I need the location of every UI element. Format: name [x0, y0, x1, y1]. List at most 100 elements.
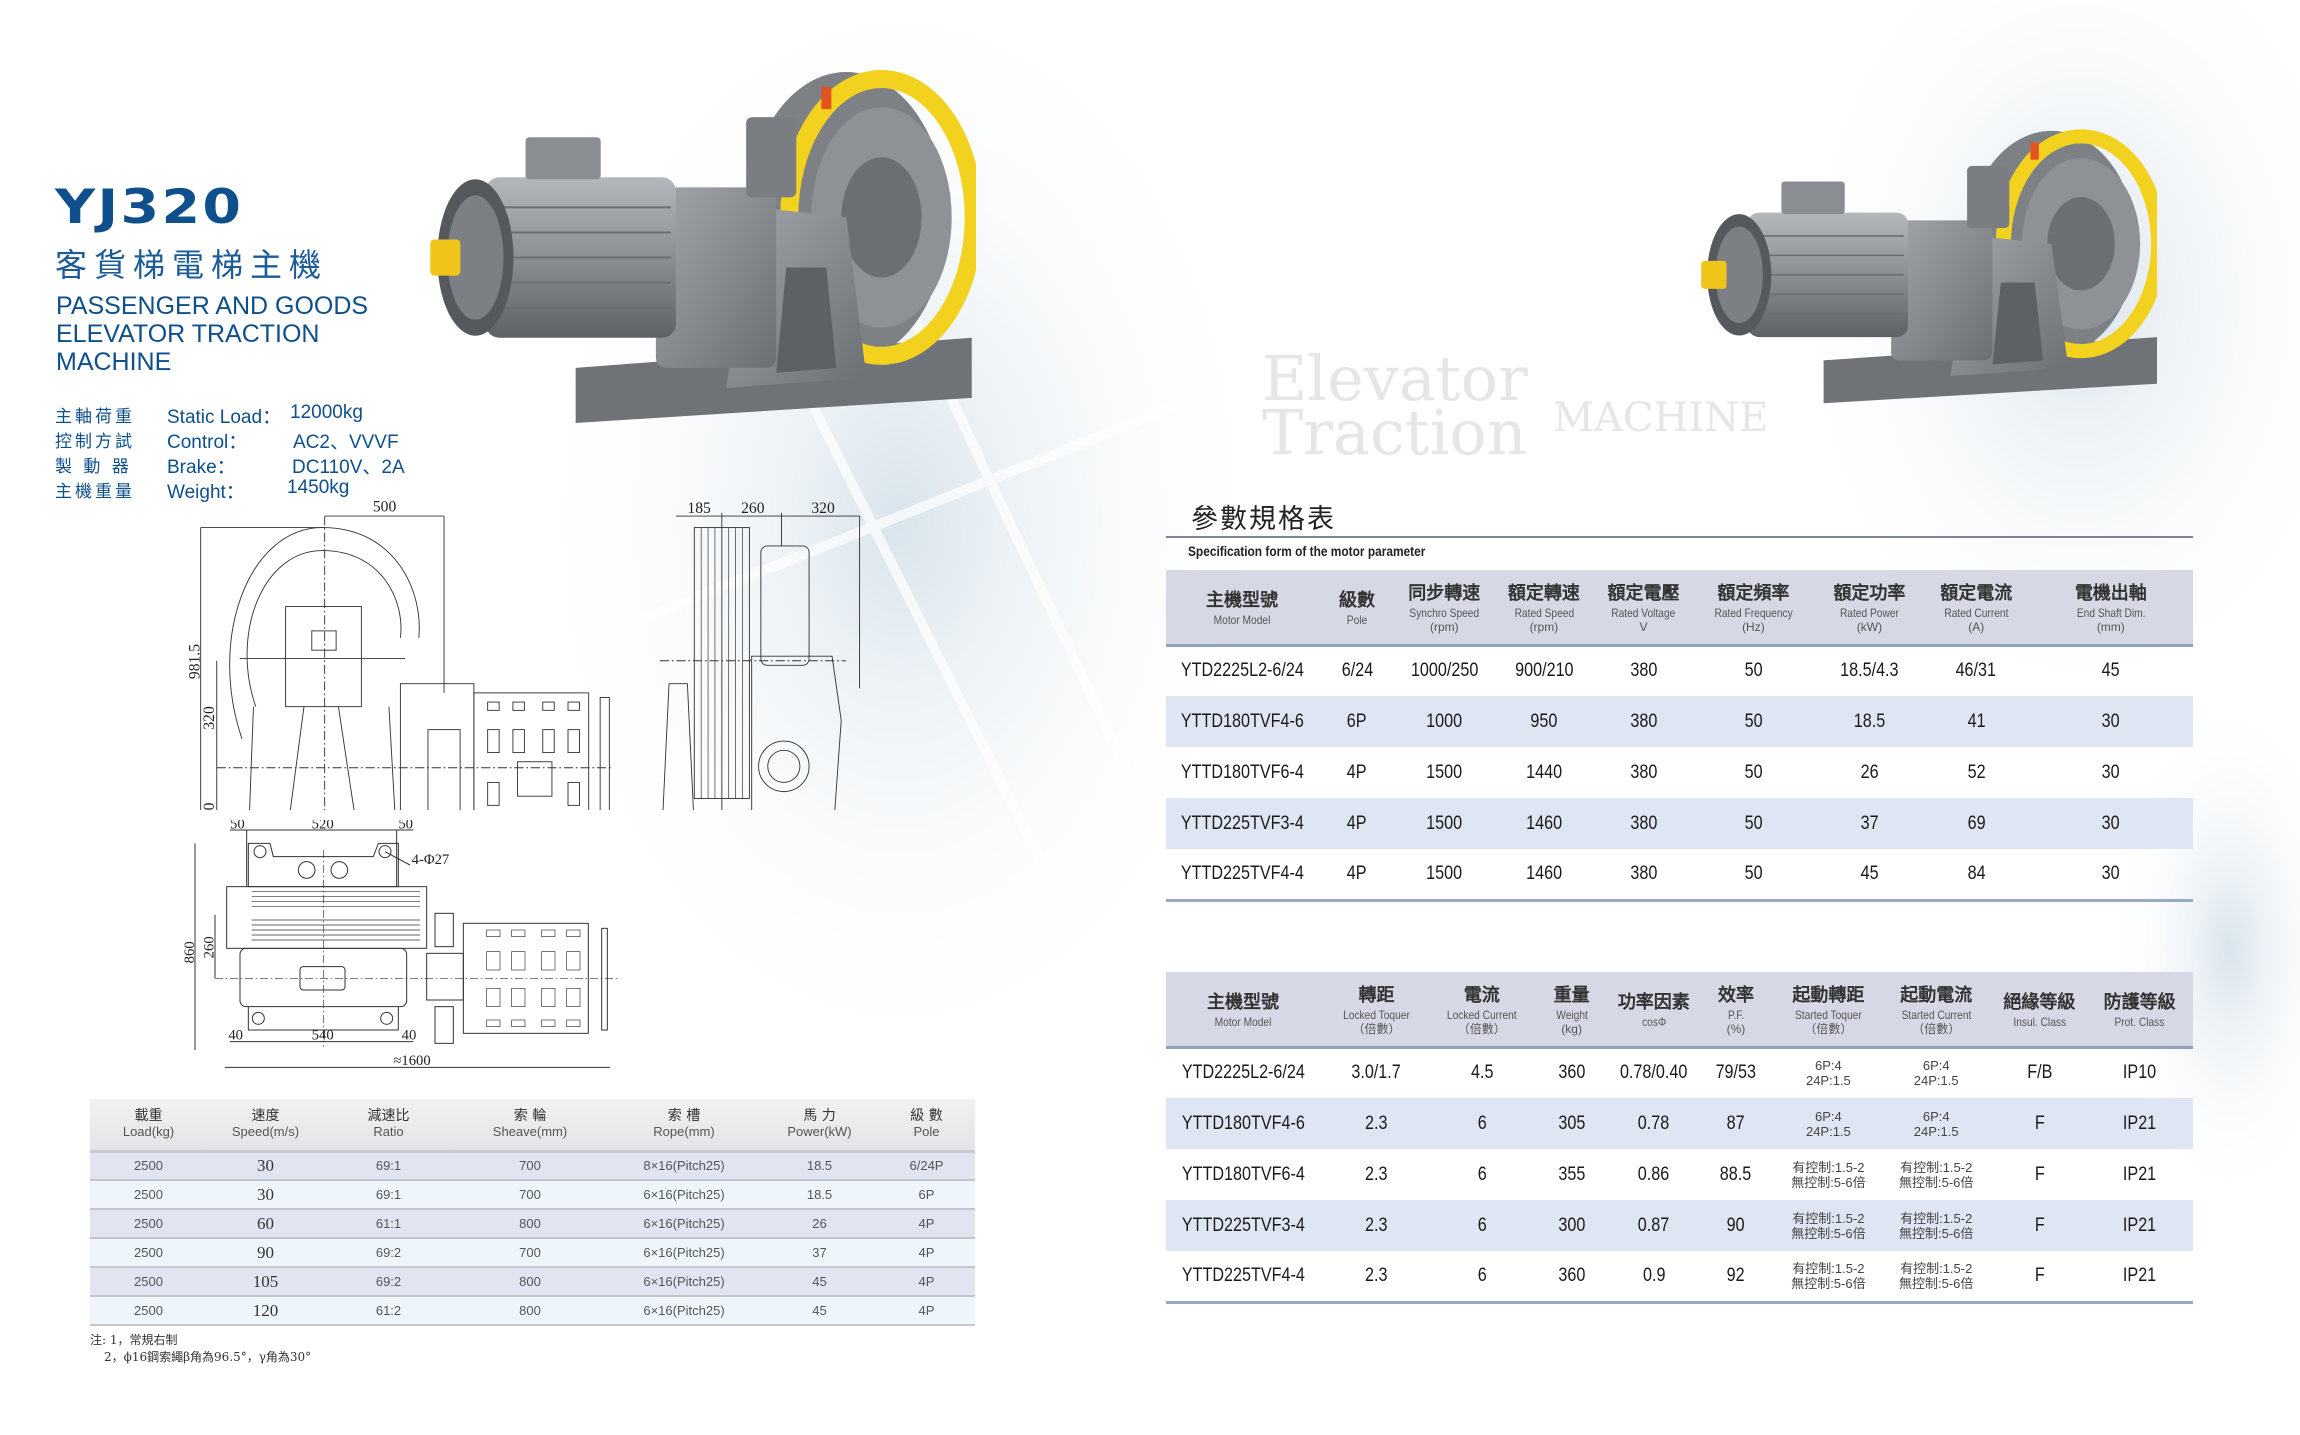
cell-text: 52 — [1967, 761, 1986, 783]
header-en: Rope(mm) — [653, 1124, 715, 1140]
table-cell: YTTD225TVF4-4 — [1166, 1251, 1321, 1304]
dimension-drawing-top: 50 520 50 4-Φ27 860 260 40 540 40 ≈1600 — [182, 820, 620, 1069]
table-cell: 6×16(Pitch25) — [607, 1180, 761, 1210]
header-cn: 絕緣等級 — [2003, 991, 2076, 1013]
table-cell: 87 — [1694, 1098, 1778, 1149]
table-cell: IP21 — [2086, 1200, 2193, 1251]
table-cell: 700 — [453, 1238, 607, 1268]
cell-text: 26 — [1860, 761, 1879, 783]
dim-label: 260 — [741, 500, 765, 517]
cell-text: 50 — [1744, 812, 1763, 834]
table-cell: 6×16(Pitch25) — [607, 1296, 761, 1326]
table-cell: 18.5 — [761, 1180, 878, 1210]
table-cell: 1440 — [1493, 747, 1596, 798]
header-cn: 級數 — [1339, 589, 1375, 611]
cell-text: F/B — [2026, 1062, 2052, 1084]
cell-text: 0.87 — [1638, 1214, 1670, 1236]
cell-text: YTTD225TVF4-4 — [1180, 862, 1304, 884]
table-cell: 90 — [1694, 1200, 1778, 1251]
cell-text: IP21 — [2122, 1264, 2157, 1286]
table-cell: 6 — [1433, 1149, 1531, 1200]
header-cn: 功率因素 — [1617, 991, 1690, 1013]
dim-label: ≈1600 — [393, 1053, 430, 1069]
header-en: Pole — [913, 1124, 940, 1140]
header-unit: (A) — [1968, 619, 1985, 634]
table-cell: 4P — [1317, 849, 1397, 902]
table-cell: 61:1 — [324, 1209, 453, 1239]
cell-text: 18.5/4.3 — [1840, 660, 1899, 682]
table-cell: 1460 — [1492, 849, 1596, 902]
cell-text: 3.0/1.7 — [1351, 1062, 1402, 1084]
spec-value: DC110V、2A — [292, 457, 405, 478]
spec-label-en: Brake： — [167, 457, 236, 478]
table-cell: 380 — [1595, 849, 1692, 902]
table-cell: 84 — [1923, 849, 2029, 902]
subtitle-chinese: 客貨梯電梯主機 — [55, 246, 329, 284]
header-cn: 額定頻率 — [1717, 582, 1790, 604]
cell-line: 有控制:1.5-2 — [1792, 1210, 1865, 1226]
table-cell: 6P — [1317, 696, 1397, 747]
cell-text: 380 — [1630, 660, 1657, 682]
table-cell: YTTD180TVF4-6 — [1166, 696, 1318, 747]
header-cn: 轉距 — [1358, 984, 1395, 1006]
cell-text: 2.3 — [1365, 1264, 1388, 1286]
cell-text: 0.86 — [1638, 1163, 1670, 1185]
table-cell: 2500 — [90, 1151, 207, 1181]
cell-line: 6P:4 — [1922, 1058, 1950, 1074]
header-en: Power(kW) — [787, 1124, 852, 1140]
cell-text: 305 — [1558, 1112, 1586, 1134]
dim-label: 320 — [811, 500, 835, 517]
table-cell: 380 — [1595, 645, 1692, 696]
table-cell: 2.3 — [1320, 1251, 1434, 1304]
cell-text: 87 — [1726, 1112, 1745, 1134]
cell-line: 有控制:1.5-2 — [1792, 1159, 1865, 1175]
table-cell: 69:1 — [324, 1151, 453, 1181]
cell-line: 24P:1.5 — [1913, 1073, 1959, 1089]
cell-line: 無控制:5-6倍 — [1899, 1225, 1974, 1241]
table-cell: F/B — [1993, 1047, 2086, 1098]
header-unit: (mm) — [2096, 619, 2125, 634]
table-cell: 900/210 — [1493, 645, 1596, 696]
cell-text: 50 — [1744, 660, 1763, 682]
cell-text: 79/53 — [1715, 1062, 1757, 1084]
spec-label-cn: 主軸荷重 — [55, 407, 135, 427]
table-cell: 30 — [207, 1151, 324, 1181]
table-cell: 6 — [1433, 1251, 1531, 1304]
header-cn: 減速比 — [367, 1108, 410, 1125]
table-cell: F — [1992, 1251, 2087, 1304]
note-line: 2，ϕ16鋼索繩β角為96.5°，γ角為30° — [104, 1350, 312, 1364]
table-cell: IP21 — [2086, 1098, 2193, 1149]
table-cell: YTD2225L2-6/24 — [1166, 1047, 1320, 1098]
cell-text: IP21 — [2122, 1112, 2157, 1134]
table-cell: IP10 — [2086, 1047, 2193, 1098]
cell-text: 1500 — [1426, 761, 1463, 783]
table-cell: 46/31 — [1924, 645, 2029, 696]
table-cell: 1000 — [1396, 696, 1493, 747]
table-cell: 380 — [1595, 798, 1692, 849]
table-cell: 6 — [1433, 1098, 1531, 1149]
header-cn: 額定電流 — [1940, 582, 2013, 604]
spec-label-en: Weight： — [167, 482, 245, 503]
table-cell: 50 — [1691, 696, 1816, 747]
header-cn: 主機型號 — [1205, 589, 1278, 611]
cell-text: 360 — [1558, 1264, 1586, 1286]
cell-text: YTTD180TVF4-6 — [1180, 710, 1304, 732]
dim-label: 860 — [182, 941, 198, 963]
cell-text: 45 — [1860, 862, 1879, 884]
table-cell: 1460 — [1492, 798, 1596, 849]
traction-machine-photo-right — [1697, 127, 2157, 411]
subtitle-line: PASSENGER AND GOODS — [56, 292, 369, 320]
subtitle-english: PASSENGER AND GOODS ELEVATOR TRACTION MA… — [56, 292, 368, 376]
